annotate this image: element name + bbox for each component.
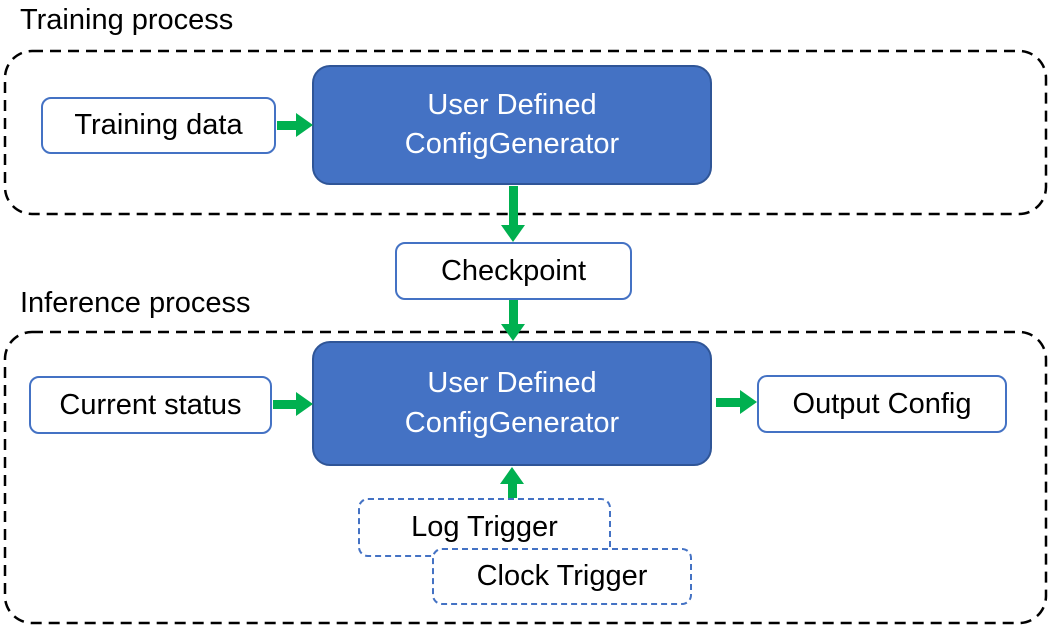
inference-generator-line1: User Defined xyxy=(427,367,597,400)
inference-generator-box: User Defined ConfigGenerator xyxy=(312,341,712,466)
log-trigger-label: Log Trigger xyxy=(411,511,558,543)
current-status-label: Current status xyxy=(59,388,242,421)
training-generator-line2: ConfigGenerator xyxy=(404,128,620,160)
output-config-box: Output Config xyxy=(757,375,1007,433)
training-process-label: Training process xyxy=(20,4,234,36)
checkpoint-label: Checkpoint xyxy=(440,254,587,287)
clock-trigger-label: Clock Trigger xyxy=(476,560,648,592)
inference-process-label: Inference process xyxy=(20,287,251,319)
inference-generator-line2: ConfigGenerator xyxy=(404,406,620,439)
log-trigger-box: Log Trigger xyxy=(358,498,611,557)
checkpoint-box: Checkpoint xyxy=(395,242,632,300)
training-generator-box: User Defined ConfigGenerator xyxy=(312,65,712,185)
training-generator-line1: User Defined xyxy=(427,88,597,121)
training-data-box: Training data xyxy=(41,97,276,154)
training-process-container xyxy=(3,49,1048,216)
inference-process-container xyxy=(3,330,1048,625)
output-config-label: Output Config xyxy=(792,387,972,420)
training-data-label: Training data xyxy=(74,109,243,141)
current-status-box: Current status xyxy=(29,376,272,434)
clock-trigger-box: Clock Trigger xyxy=(432,548,692,605)
